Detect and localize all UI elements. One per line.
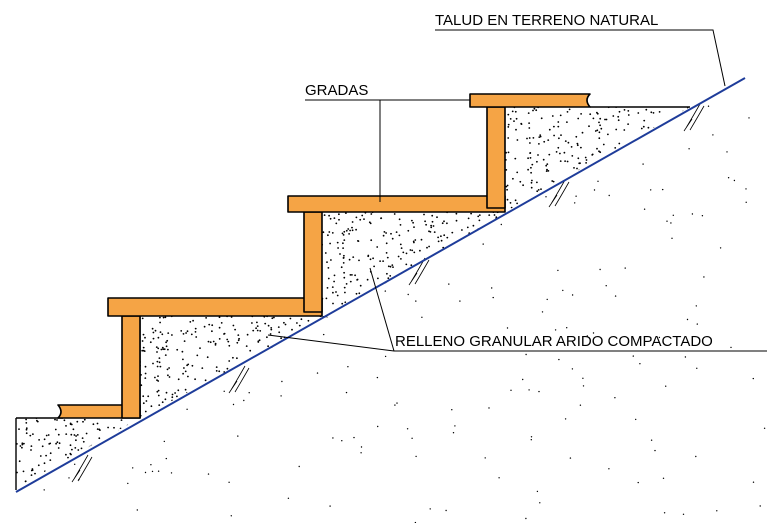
step-riser-3 <box>486 106 506 209</box>
step-riser-1 <box>121 315 141 419</box>
step-riser-2 <box>303 211 323 313</box>
natural-slope-line <box>15 77 746 493</box>
leader-lines <box>267 29 767 352</box>
step-tread-2 <box>287 195 506 213</box>
soil-hatch-marks <box>71 103 705 483</box>
label-relleno: RELLENO GRANULAR ARIDO COMPACTADO <box>395 333 713 350</box>
label-gradas: GRADAS <box>305 82 368 99</box>
step-tread-top <box>469 93 591 108</box>
label-talud: TALUD EN TERRENO NATURAL <box>435 12 658 29</box>
step-tread-1 <box>107 297 323 317</box>
steps-structure <box>57 93 591 419</box>
